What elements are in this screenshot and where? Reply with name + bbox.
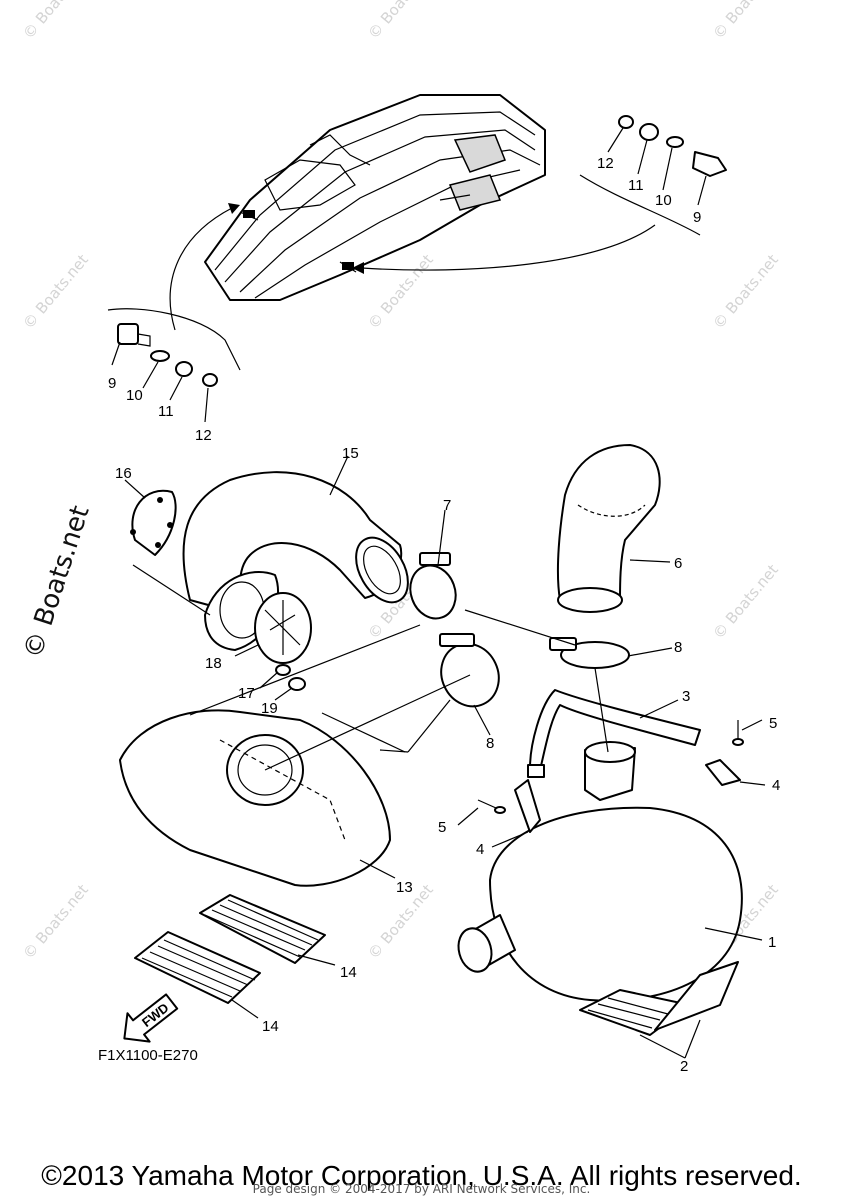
callout-14: 14 (340, 964, 357, 981)
callout-10: 10 (655, 192, 672, 209)
rivet-5-right (732, 720, 744, 746)
hose-clamp-7 (409, 552, 457, 620)
callout-6: 6 (674, 555, 682, 572)
right-fastener-group (618, 115, 727, 177)
watermark: © Boats.net (19, 881, 92, 963)
rivet-5-left (477, 799, 506, 814)
bracket-4-left (514, 779, 541, 833)
callout-numbers: 1 2 3 4 4 5 5 6 7 8 8 9 9 10 10 11 11 12… (108, 155, 780, 1075)
left-fastener-group (117, 323, 218, 387)
band-strap (527, 689, 701, 778)
gasket-plate (204, 570, 312, 664)
copyright-notice: ©2013 Yamaha Motor Corporation, U.S.A. A… (41, 1160, 802, 1191)
nut-17 (275, 664, 291, 676)
callout-4: 4 (772, 777, 780, 794)
watermark: © Boats.net (19, 0, 92, 43)
ring-flange (130, 489, 177, 556)
callout-12: 12 (597, 155, 614, 172)
callout-11: 11 (158, 403, 174, 420)
callout-5: 5 (769, 715, 777, 732)
watermark: © Boats.net (709, 0, 782, 43)
callout-1: 1 (768, 934, 776, 951)
page-credit: Page design © 2004-2017 by ARI Network S… (252, 1182, 591, 1196)
callout-10: 10 (126, 387, 143, 404)
watermark-large: © Boats.net (18, 502, 96, 662)
callout-15: 15 (342, 445, 359, 462)
callout-18: 18 (205, 655, 222, 672)
watermark: © Boats.net (709, 561, 782, 643)
bracket-4-right (705, 759, 741, 786)
callout-14: 14 (262, 1018, 279, 1035)
callout-19: 19 (261, 700, 278, 717)
callout-13: 13 (396, 879, 413, 896)
exhaust-housing (119, 709, 391, 887)
leader-lines (111, 127, 766, 1059)
rubber-pads (134, 894, 326, 1004)
callout-9: 9 (693, 209, 701, 226)
callout-4: 4 (476, 841, 484, 858)
callout-8: 8 (486, 735, 494, 752)
callout-9: 9 (108, 375, 116, 392)
diagram-code: F1X1100-E270 (98, 1047, 198, 1064)
callout-7: 7 (443, 497, 451, 514)
muffler-pads (579, 961, 739, 1036)
watermark: © Boats.net (364, 0, 437, 43)
callout-8: 8 (674, 639, 682, 656)
callout-12: 12 (195, 427, 212, 444)
muffler (457, 741, 743, 1002)
watermark: © Boats.net (364, 251, 437, 333)
hose-clamp-8-upper (549, 637, 630, 669)
callout-5: 5 (438, 819, 446, 836)
callout-17: 17 (238, 685, 255, 702)
pointer-arrow (169, 207, 233, 331)
exhaust-hose (556, 444, 661, 613)
fwd-arrow-icon: FWD (123, 993, 179, 1043)
callout-11: 11 (628, 177, 644, 194)
callout-2: 2 (680, 1058, 688, 1075)
watermark: © Boats.net (19, 251, 92, 333)
callout-3: 3 (682, 688, 690, 705)
nut-19 (288, 677, 306, 691)
pointer-arrow (361, 224, 656, 271)
watermark: © Boats.net (709, 251, 782, 333)
watercraft-illustration (204, 94, 546, 301)
hose-clamp-8-lower (439, 633, 500, 708)
callout-16: 16 (115, 465, 132, 482)
